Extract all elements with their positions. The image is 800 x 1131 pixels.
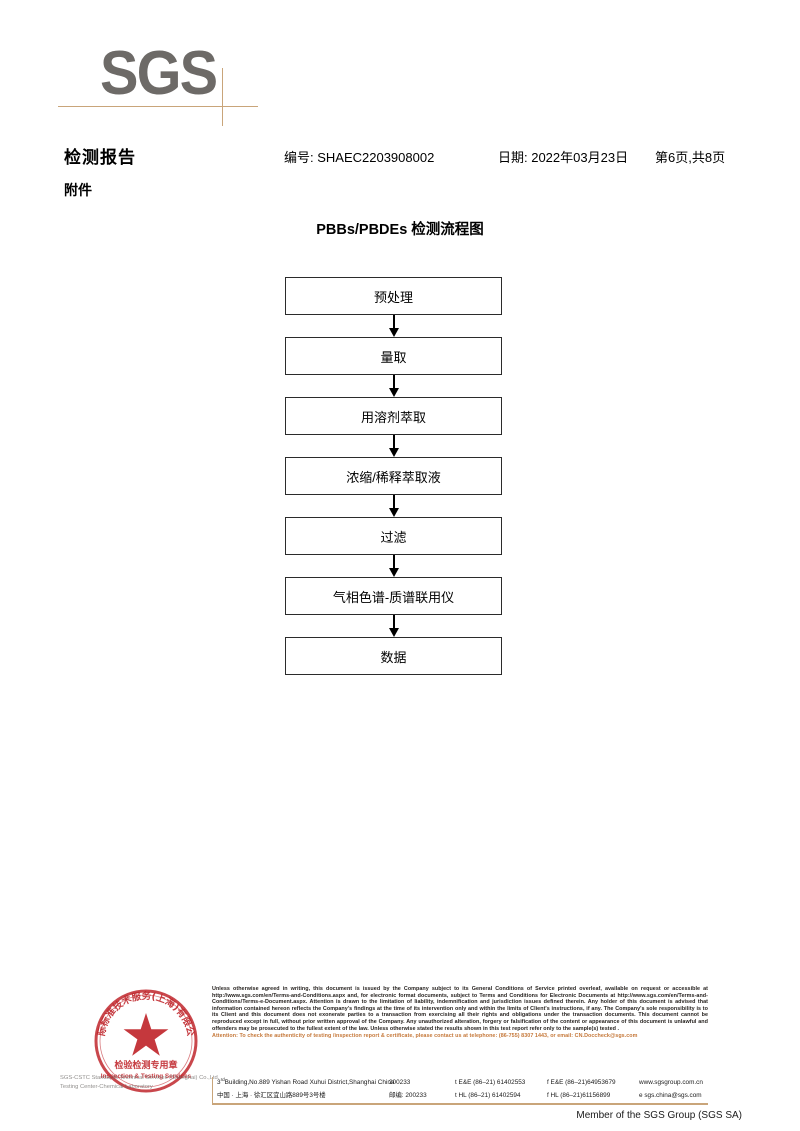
flow-step: 过滤 — [285, 517, 502, 555]
svg-text:Inspection & Testing Services: Inspection & Testing Services — [101, 1073, 192, 1080]
address-email[interactable]: e sgs.china@sgs.com — [639, 1092, 702, 1099]
flow-arrow-icon — [285, 435, 502, 457]
flow-box-measure: 量取 — [285, 337, 502, 375]
legal-paragraph: Unless otherwise agreed in writing, this… — [212, 986, 708, 1032]
svg-text:检验检测专用章: 检验检测专用章 — [114, 1059, 177, 1071]
address-line-en: 3rdBuilding,No.889 Yishan Road Xuhui Dis… — [217, 1077, 394, 1087]
address-zip-label: 邮编: — [389, 1092, 404, 1099]
logo-horizontal-rule — [58, 106, 258, 107]
footer-member-text: Member of the SGS Group (SGS SA) — [576, 1110, 742, 1121]
address-row-cn: 中国 · 上海 · 徐汇区宜山路889号3号楼 邮编: 200233 t HL … — [217, 1090, 708, 1103]
address-tel-ee: t E&E (86–21) 61402553 — [455, 1079, 526, 1087]
sgs-logo: SGS — [58, 38, 258, 126]
flow-step: 浓缩/稀释萃取液 — [285, 457, 502, 495]
address-building-number: 3 — [217, 1079, 221, 1087]
flow-box-solvent-extraction: 用溶剂萃取 — [285, 397, 502, 435]
flow-arrow-icon — [285, 615, 502, 637]
address-line-en-rest: Building,No.889 Yishan Road Xuhui Distri… — [224, 1079, 395, 1087]
address-zip-cn: 邮编: 200233 — [389, 1090, 455, 1099]
flow-box-gcms: 气相色谱-质谱联用仪 — [285, 577, 502, 615]
address-building-sup: rd — [220, 1077, 225, 1082]
report-number: 编号: SHAEC2203908002 — [284, 150, 435, 165]
flow-arrow-icon — [285, 495, 502, 517]
flow-arrow-icon — [285, 555, 502, 577]
attachment-label: 附件 — [64, 182, 92, 198]
legal-attention-notice: Attention: To check the authenticity of … — [212, 1032, 638, 1039]
address-zip-en: 200233 — [389, 1079, 411, 1087]
flowchart: 预处理 量取 用溶剂萃取 浓缩/稀释萃取液 过滤 气相色谱-质谱联用仪 数据 — [285, 277, 502, 675]
logo-vertical-rule — [222, 68, 223, 126]
flow-arrow-icon — [285, 375, 502, 397]
address-zip-value: 200233 — [405, 1092, 427, 1099]
flow-step: 数据 — [285, 637, 502, 675]
flow-step: 气相色谱-质谱联用仪 — [285, 577, 502, 615]
page-indicator: 第6页,共8页 — [655, 150, 726, 165]
flowchart-title: PBBs/PBDEs 检测流程图 — [316, 222, 484, 238]
flow-box-pretreatment: 预处理 — [285, 277, 502, 315]
legal-disclaimer: Unless otherwise agreed in writing, this… — [212, 986, 708, 1039]
address-row-en: 3rdBuilding,No.889 Yishan Road Xuhui Dis… — [217, 1077, 708, 1090]
footer-address-block: 3rdBuilding,No.889 Yishan Road Xuhui Dis… — [212, 1077, 708, 1103]
address-fax-hl: f HL (86–21)61156899 — [547, 1092, 611, 1099]
report-date: 日期: 2022年03月23日 — [498, 150, 629, 165]
company-seal-stamp: 国际标准技术服务(上海)有限公司 检验检测专用章 Inspection & Te… — [88, 983, 204, 1099]
flow-step: 量取 — [285, 337, 502, 375]
address-tel-hl: t HL (86–21) 61402594 — [455, 1092, 521, 1099]
address-line-cn: 中国 · 上海 · 徐汇区宜山路889号3号楼 — [217, 1092, 326, 1099]
flow-step: 预处理 — [285, 277, 502, 315]
lab-watermark-line1: SGS-CSTC Standards Technical Services (S… — [60, 1075, 220, 1081]
lab-watermark-line2: Testing Center-Chemical Laboratory — [60, 1084, 153, 1090]
address-website[interactable]: www.sgsgroup.com.cn — [639, 1079, 703, 1087]
flow-box-filtration: 过滤 — [285, 517, 502, 555]
lab-watermark: SGS-CSTC Standards Technical Services (S… — [60, 1074, 240, 1092]
flow-box-data: 数据 — [285, 637, 502, 675]
flow-arrow-icon — [285, 315, 502, 337]
flow-box-concentrate-dilute: 浓缩/稀释萃取液 — [285, 457, 502, 495]
logo-wordmark: SGS — [100, 39, 218, 108]
footer-divider — [212, 1103, 708, 1105]
address-fax-ee: f E&E (86–21)64953679 — [547, 1079, 616, 1087]
flow-step: 用溶剂萃取 — [285, 397, 502, 435]
page-title: 检测报告 — [64, 148, 136, 167]
